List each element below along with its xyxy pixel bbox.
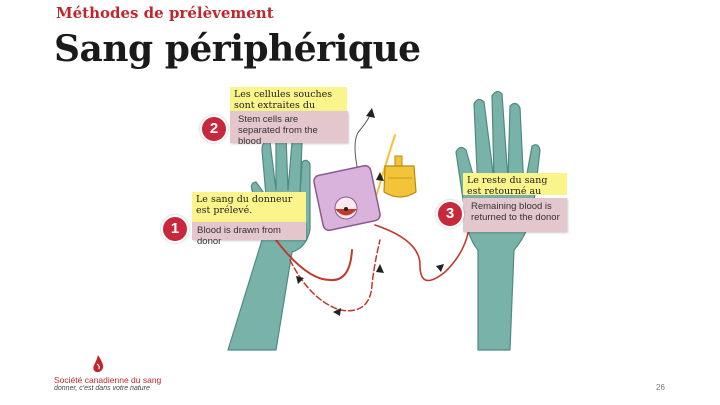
step-2-label-fr: Les cellules souches sont extraites du s… [230, 87, 347, 122]
organization-name: Société canadienne du sang [54, 375, 162, 385]
step-2-number-badge: 2 [200, 115, 228, 143]
tubing [257, 109, 471, 312]
blood-drop-logo-icon [93, 355, 104, 373]
collection-bag-illustration [383, 155, 417, 198]
step-1-label-en: Blood is drawn from donor [192, 222, 306, 247]
step-3-label-en: Remaining blood is returned to the donor [463, 198, 567, 232]
left-arm-illustration [227, 133, 311, 351]
step-3-label-fr: Le reste du sang est retourné au donneur… [463, 173, 567, 208]
page-number: 26 [656, 383, 665, 392]
step-1-number-badge: 1 [161, 215, 189, 243]
section-title: Méthodes de prélèvement [56, 4, 274, 22]
step-2-label-en: Stem cells are separated from the blood [230, 111, 348, 147]
page-title: Sang périphérique [54, 28, 421, 70]
apheresis-machine-illustration [313, 164, 381, 232]
organization-tagline: donner, c'est dans votre nature [54, 385, 150, 392]
flow-arrows [296, 108, 444, 316]
step-3-number-badge: 3 [436, 200, 464, 228]
step-1-label-fr: Le sang du donneur est prélevé. [192, 192, 306, 222]
